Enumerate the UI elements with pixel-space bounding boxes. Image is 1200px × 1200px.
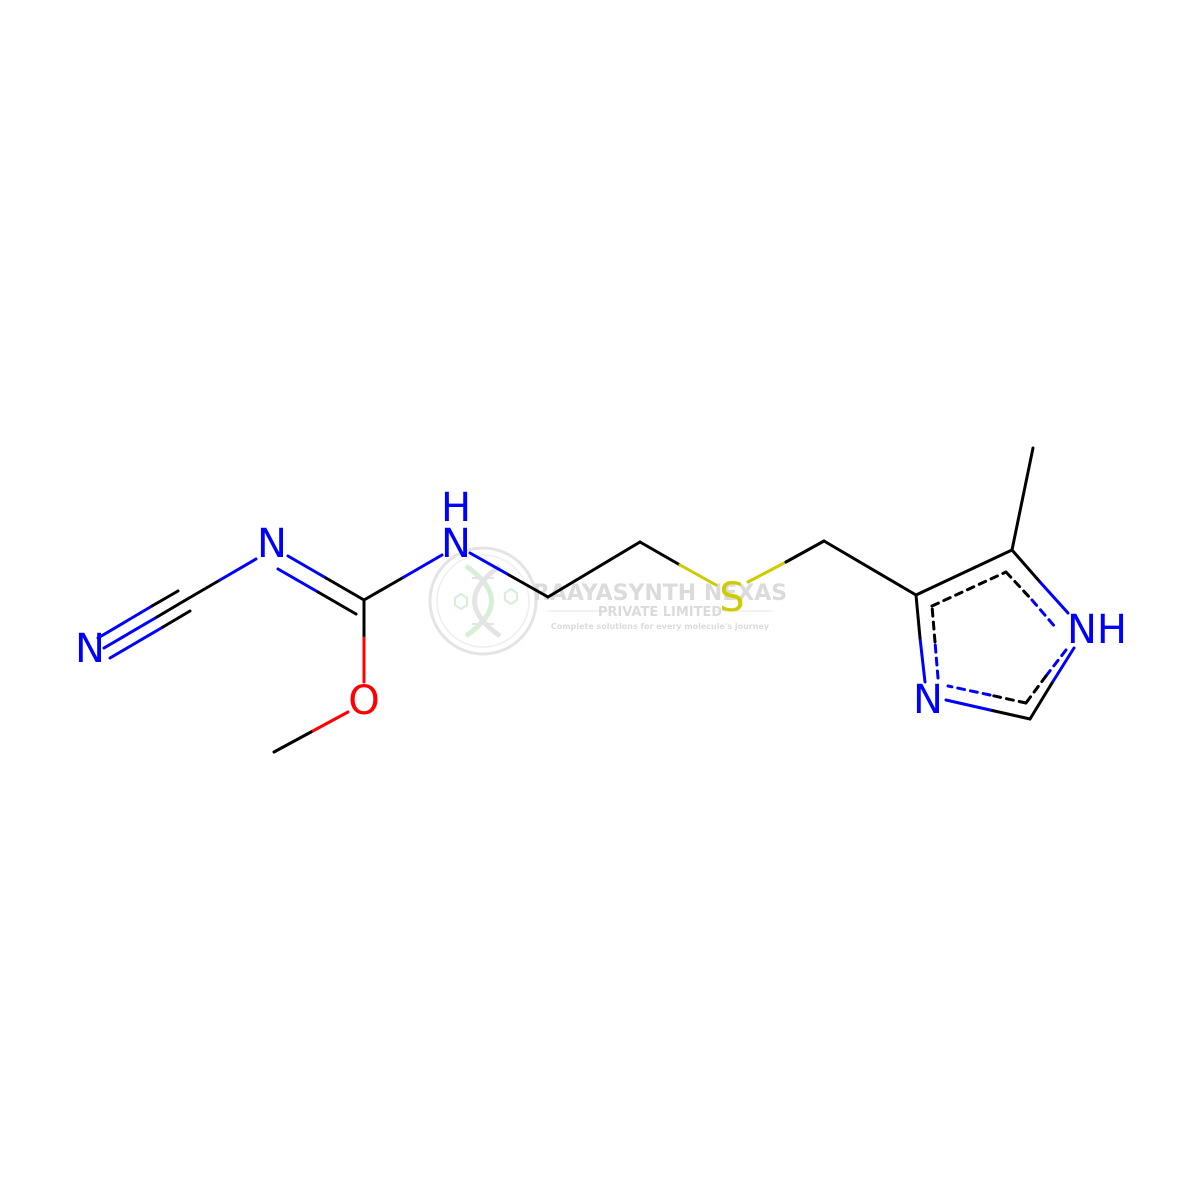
watermark-tagline: Complete solutions for every molecule's …: [551, 622, 770, 631]
watermark-company-name: RAAYASYNTH NEXAS: [533, 581, 787, 606]
dna-helix-icon: [428, 546, 538, 656]
bond-ch2-s: [638, 540, 718, 587]
atom-amine-n: N: [441, 521, 471, 567]
bond-ring-n-c4: [914, 593, 927, 684]
bond-s-ch2: [746, 539, 826, 584]
bond-nh-ch2: [468, 551, 550, 599]
watermark: RAAYASYNTH NEXAS PRIVATE LIMITED Complet…: [428, 546, 787, 656]
bond-nitrile-c-imine-n: [182, 557, 258, 603]
watermark-company-sub: PRIVATE LIMITED: [598, 605, 723, 620]
bond-ring-c2-n: [944, 698, 1032, 721]
atom-ring-n: N: [913, 677, 943, 723]
atom-sulfur-s: S: [719, 575, 744, 621]
bonds: [96, 446, 1076, 754]
bond-ring-c5-nh: [1010, 548, 1070, 615]
bond-o-methyl: [272, 710, 350, 754]
atom-nitrile-n: N: [75, 626, 105, 672]
atom-ring-nh: NH: [1067, 607, 1127, 653]
atom-amine-h: H: [441, 485, 471, 531]
atom-labels: N N H N O S NH N: [75, 485, 1127, 724]
bond-ring-nh-c2: [1028, 646, 1076, 721]
bond-ch2-ch2: [546, 540, 642, 599]
bond-ch2-ring: [822, 539, 918, 597]
bond-imine-double: [276, 554, 366, 616]
atom-methoxy-o: O: [348, 678, 379, 724]
bond-ring-methyl: [1010, 446, 1035, 552]
bond-nitrile-triple: [96, 589, 192, 660]
bond-c-nh: [362, 553, 444, 602]
atom-imine-n: N: [257, 521, 287, 567]
bond-ring-c4-c5: [914, 548, 1014, 597]
aromatic-dashes: [930, 570, 1068, 705]
